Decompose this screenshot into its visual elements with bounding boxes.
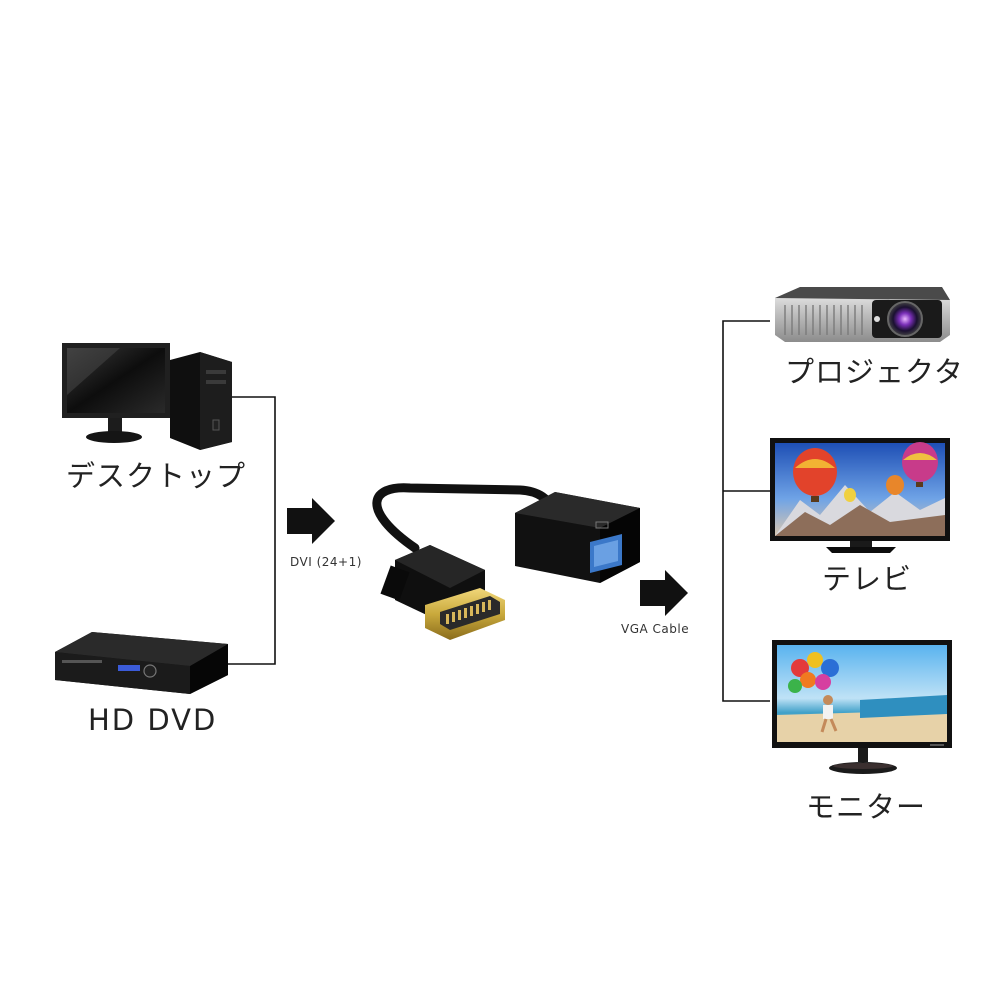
- tv-icon: [770, 438, 950, 553]
- projector-icon: [775, 287, 950, 342]
- adapter-input-label: DVI (24+1): [290, 555, 362, 569]
- desktop-pc-icon: [62, 343, 232, 450]
- dvd-player-icon: [55, 632, 228, 694]
- arrow-right-icon: [287, 498, 335, 544]
- target-label-monitor: モニター: [806, 790, 927, 824]
- source-label-desktop: デスクトップ: [66, 459, 247, 493]
- monitor-icon: [772, 640, 952, 774]
- arrow-right-icon: [640, 570, 688, 616]
- dvi-to-vga-adapter-icon: [372, 483, 640, 640]
- target-label-tv: テレビ: [822, 562, 913, 596]
- target-label-projector: プロジェクタ: [785, 355, 964, 389]
- source-label-hddvd: HD DVD: [88, 703, 218, 737]
- source-connector-lines: [228, 396, 276, 665]
- adapter-output-label: VGA Cable: [621, 622, 690, 636]
- target-connector-lines: [722, 320, 770, 702]
